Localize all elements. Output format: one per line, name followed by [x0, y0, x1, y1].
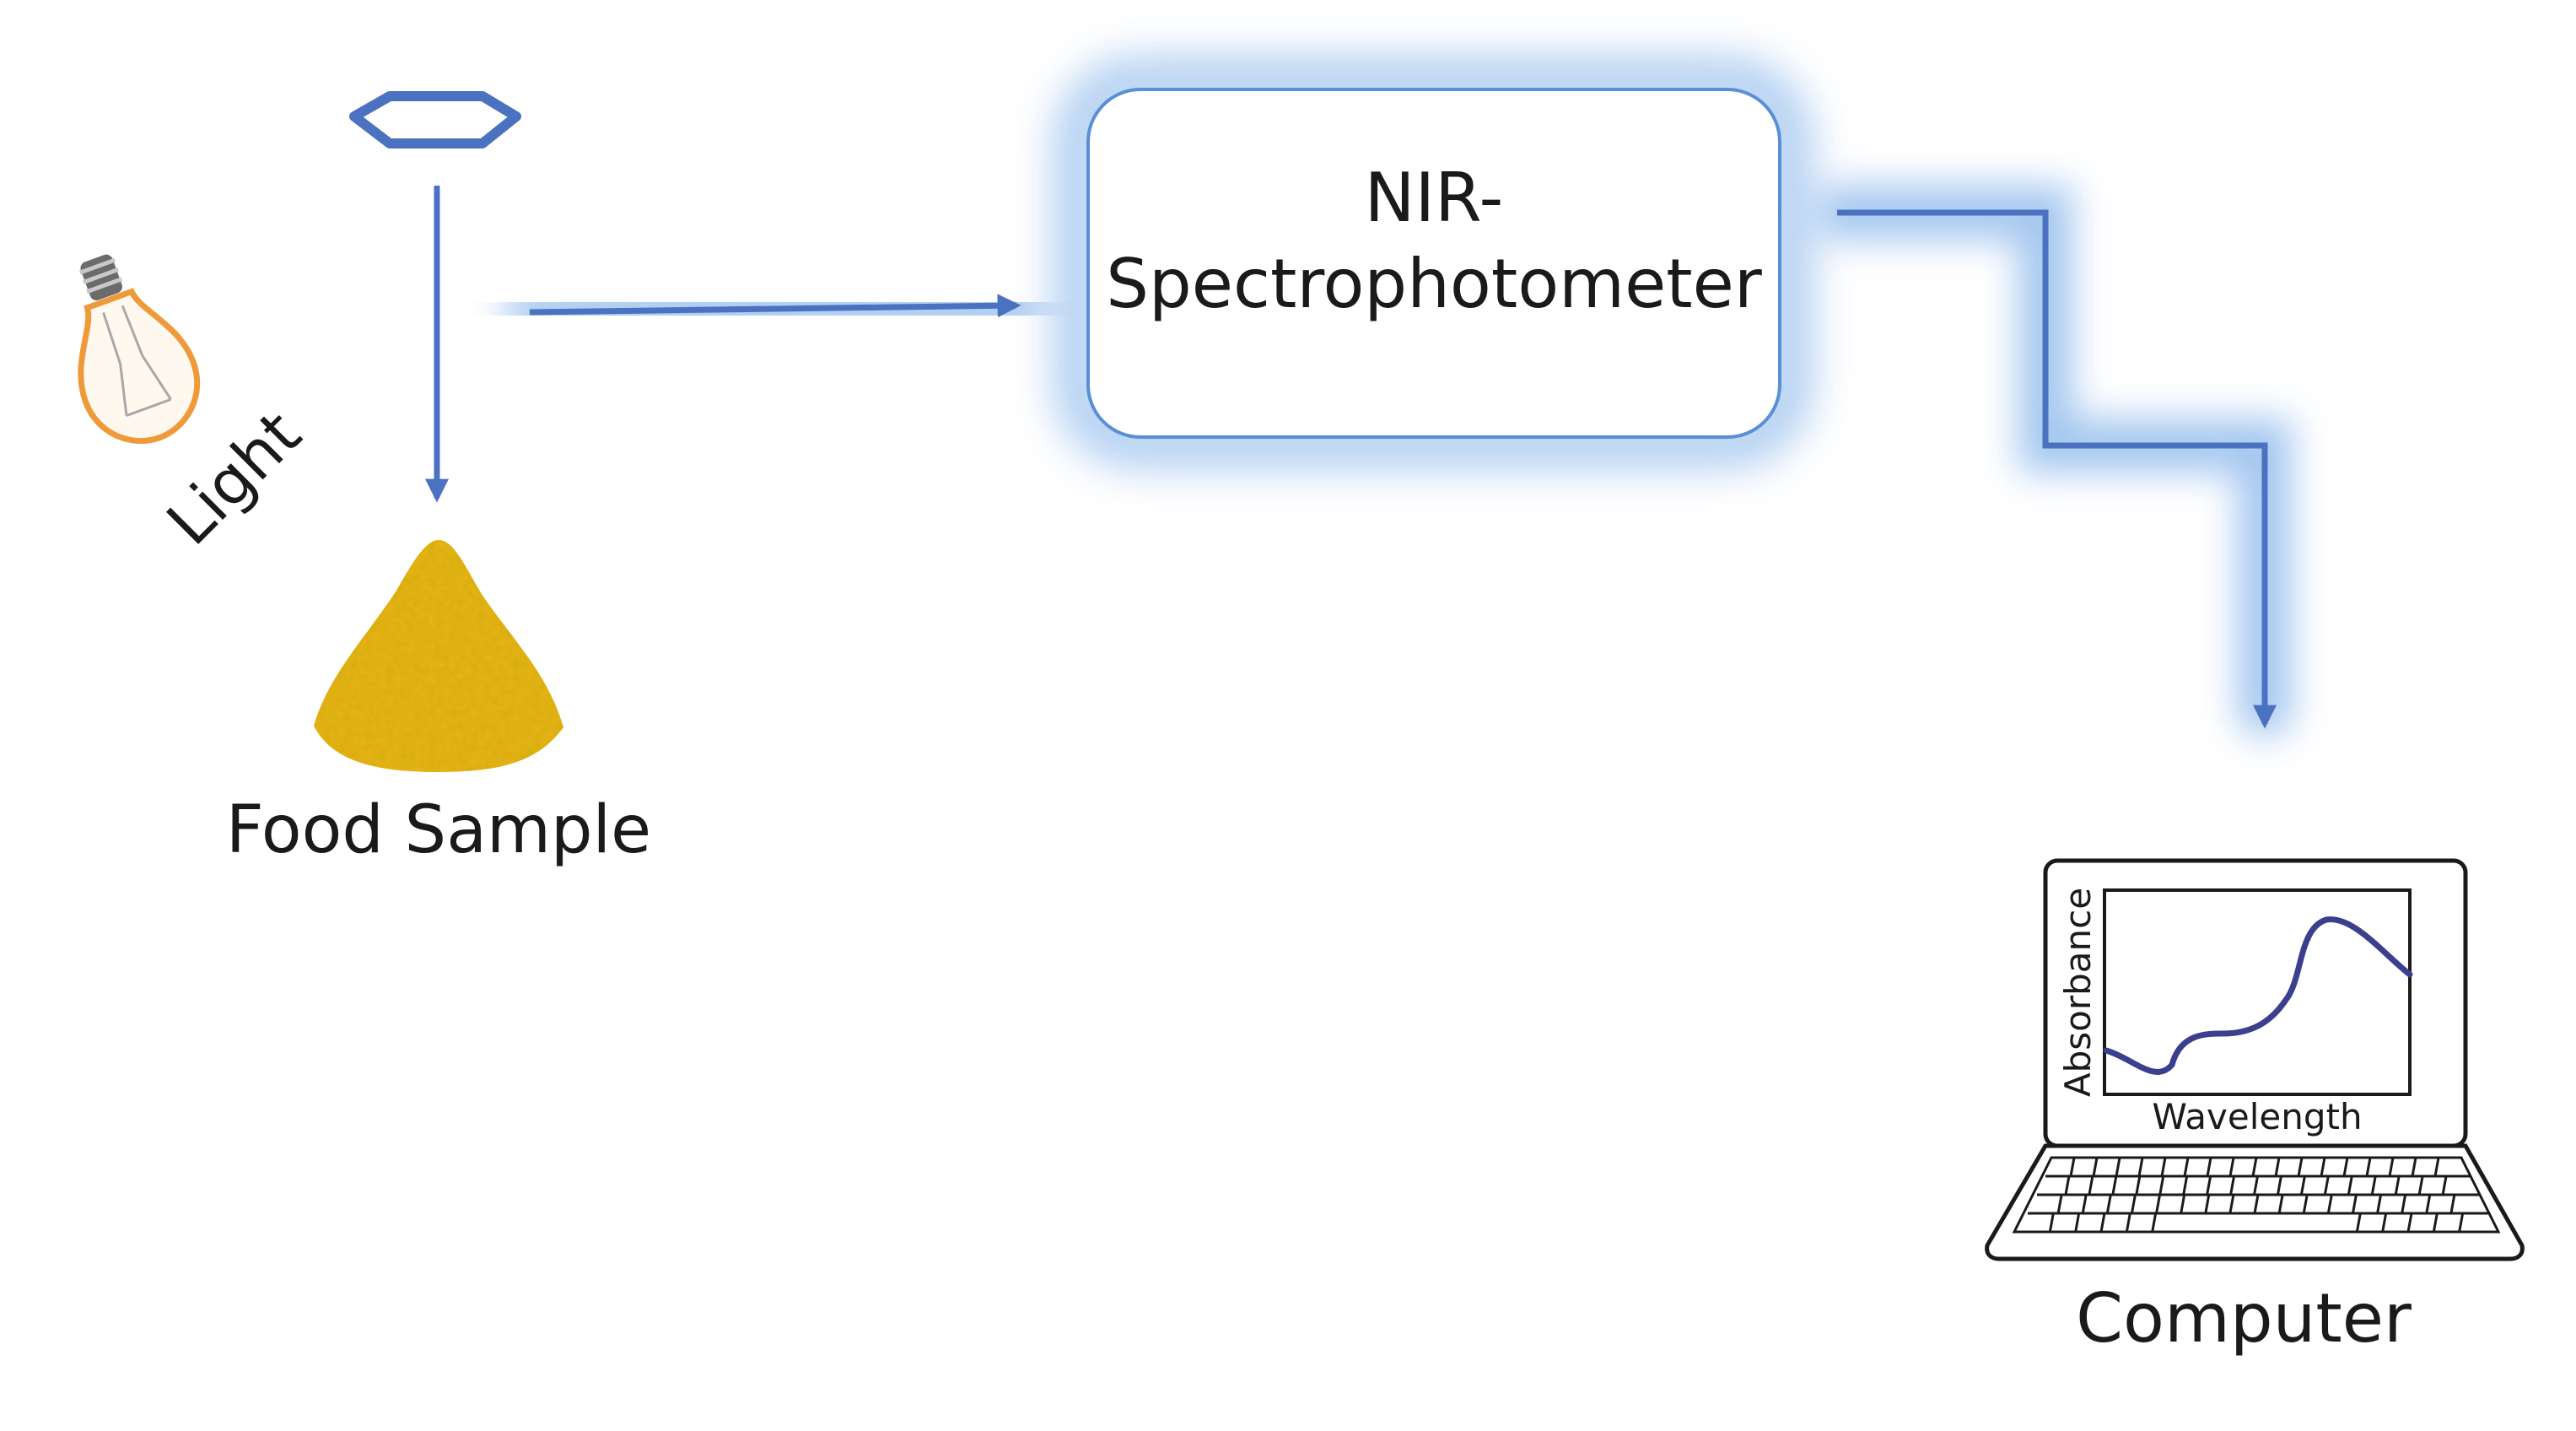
- key-divider: [2342, 1157, 2349, 1177]
- key-divider: [2180, 1194, 2186, 1214]
- food-sample-label: Food Sample: [226, 792, 651, 868]
- key-divider: [2115, 1157, 2121, 1177]
- key-divider: [2069, 1157, 2076, 1177]
- key-divider: [2081, 1194, 2088, 1214]
- plot-frame: [2103, 888, 2412, 1096]
- keyboard: [2012, 1156, 2501, 1234]
- key-divider: [2182, 1175, 2189, 1196]
- key-divider: [2253, 1194, 2260, 1214]
- powder-pile-icon: [314, 540, 563, 772]
- key-divider: [2347, 1175, 2353, 1196]
- key-divider: [2449, 1194, 2456, 1214]
- key-divider: [2064, 1175, 2071, 1196]
- key-divider: [2433, 1157, 2440, 1177]
- key-divider: [2277, 1194, 2284, 1214]
- key-divider: [2323, 1175, 2330, 1196]
- key-divider: [2381, 1212, 2388, 1233]
- key-divider: [2111, 1175, 2118, 1196]
- key-divider: [2151, 1212, 2158, 1233]
- key-divider: [2299, 1175, 2306, 1196]
- detector-icon: [349, 91, 521, 148]
- key-divider: [2274, 1157, 2281, 1177]
- key-divider: [2229, 1175, 2236, 1196]
- key-divider: [2228, 1194, 2235, 1214]
- key-divider: [2228, 1157, 2235, 1177]
- key-divider: [2376, 1194, 2383, 1214]
- key-divider: [2411, 1157, 2417, 1177]
- key-divider: [2048, 1212, 2055, 1233]
- key-divider: [2276, 1175, 2282, 1196]
- key-divider: [2130, 1194, 2137, 1214]
- key-divider: [2105, 1194, 2112, 1214]
- spectrophotometer-label-line1: NIR-: [1365, 159, 1504, 237]
- key-divider: [2417, 1175, 2424, 1196]
- absorbance-curve: [2103, 916, 2413, 1075]
- key-divider: [2365, 1157, 2372, 1177]
- key-divider: [2206, 1175, 2212, 1196]
- key-divider: [2155, 1194, 2162, 1214]
- key-divider: [2320, 1157, 2326, 1177]
- key-divider: [2137, 1157, 2144, 1177]
- laptop-icon: Absorbance Wavelength: [1985, 858, 2525, 1261]
- key-divider: [2406, 1212, 2413, 1233]
- key-divider: [2206, 1157, 2212, 1177]
- key-divider: [2125, 1212, 2131, 1233]
- key-divider: [2370, 1175, 2377, 1196]
- arrow-to-computer: [1837, 209, 2277, 729]
- light-bulb-icon: [78, 254, 201, 444]
- key-divider: [2326, 1194, 2333, 1214]
- key-divider: [2099, 1212, 2106, 1233]
- spectrophotometer-label-line2: Spectrophotometer: [1106, 245, 1762, 323]
- key-divider: [2302, 1194, 2309, 1214]
- key-divider: [2183, 1157, 2190, 1177]
- key-divider: [2297, 1157, 2304, 1177]
- key-divider: [2458, 1212, 2465, 1233]
- key-divider: [2074, 1212, 2081, 1233]
- key-divider: [2056, 1194, 2063, 1214]
- arrow-to-spectrophotometer: [529, 294, 1021, 318]
- plot-ylabel: Absorbance: [2057, 888, 2099, 1097]
- key-divider: [2441, 1175, 2448, 1196]
- key-divider: [2388, 1157, 2395, 1177]
- key-divider: [2158, 1175, 2165, 1196]
- key-divider: [2355, 1212, 2362, 1233]
- key-divider: [2351, 1194, 2358, 1214]
- computer-label: Computer: [2076, 1279, 2412, 1358]
- key-divider: [2204, 1194, 2211, 1214]
- key-divider: [2401, 1194, 2407, 1214]
- plot-xlabel: Wavelength: [2152, 1096, 2362, 1137]
- key-divider: [2135, 1175, 2142, 1196]
- key-divider: [2160, 1157, 2167, 1177]
- key-divider: [2092, 1157, 2099, 1177]
- key-divider: [2251, 1157, 2258, 1177]
- key-divider: [2253, 1175, 2259, 1196]
- key-divider: [2088, 1175, 2094, 1196]
- key-divider: [2425, 1194, 2432, 1214]
- spectrophotometer-box: [1086, 88, 1781, 439]
- key-divider: [2394, 1175, 2401, 1196]
- key-divider: [2432, 1212, 2439, 1233]
